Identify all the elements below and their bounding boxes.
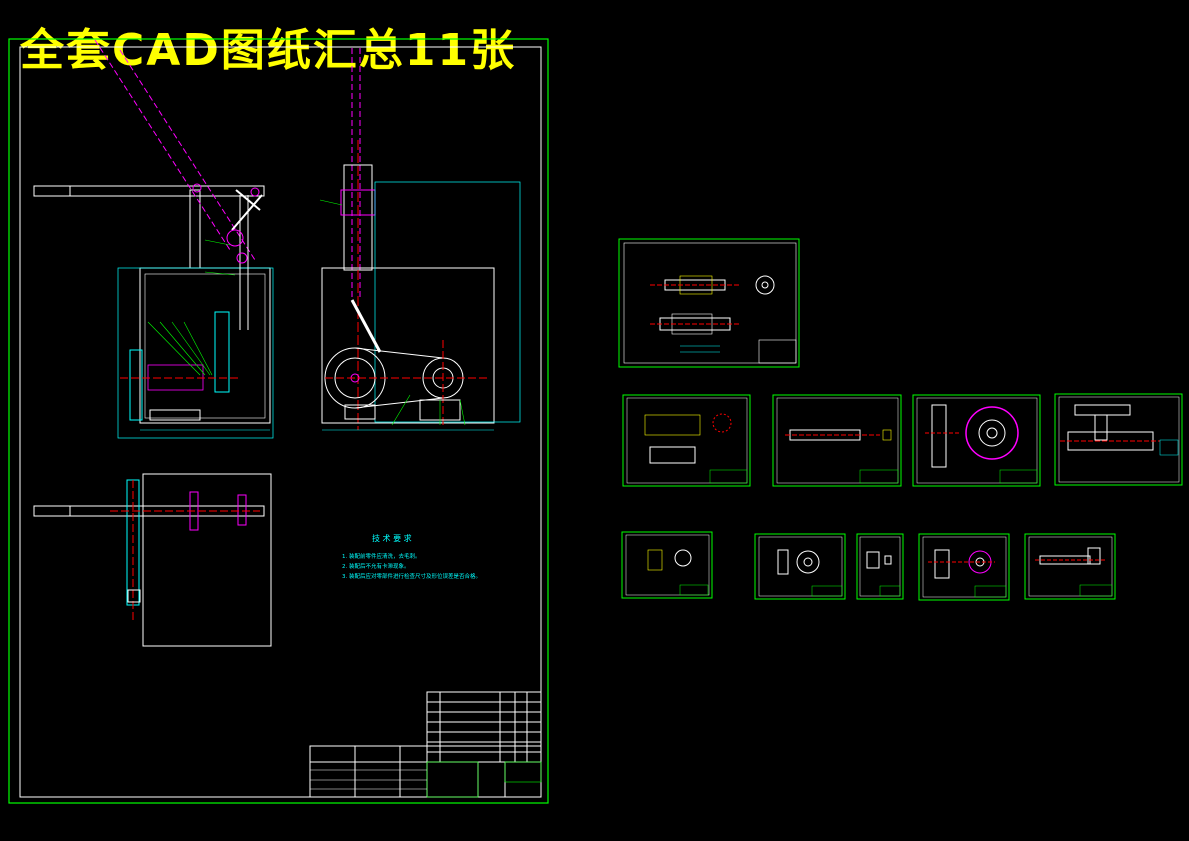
note-line: 2. 装配后不允有卡滞现象。	[342, 562, 410, 570]
side-view	[319, 48, 521, 431]
part-sheet-10[interactable]	[1024, 533, 1116, 600]
note-line: 3. 装配后应对零部件进行检查尺寸及形位误差是否合格。	[342, 572, 481, 580]
part-sheet-1[interactable]	[618, 238, 800, 368]
part-sheet-6[interactable]	[621, 531, 713, 599]
part-sheet-8[interactable]	[856, 533, 904, 600]
note-line: 1. 装配前零件应清洗，去毛刺。	[342, 552, 421, 560]
parts-list-table	[426, 691, 542, 763]
notes-heading: 技 术 要 求	[372, 533, 412, 543]
main-assembly-sheet[interactable]: 技 术 要 求 1. 装配前零件应清洗，去毛刺。 2. 装配后不允有卡滞现象。 …	[8, 38, 549, 804]
part-sheet-9[interactable]	[918, 533, 1010, 601]
title-block	[309, 745, 542, 798]
part-sheet-3[interactable]	[772, 394, 902, 487]
front-view	[33, 39, 274, 439]
part-sheet-5[interactable]	[1054, 393, 1183, 486]
part-sheet-4[interactable]	[912, 394, 1041, 487]
drawing-set-title: 全套CAD图纸汇总11张	[20, 25, 517, 76]
part-sheet-7[interactable]	[754, 533, 846, 600]
top-view	[33, 473, 272, 647]
part-sheet-2[interactable]	[622, 394, 751, 487]
